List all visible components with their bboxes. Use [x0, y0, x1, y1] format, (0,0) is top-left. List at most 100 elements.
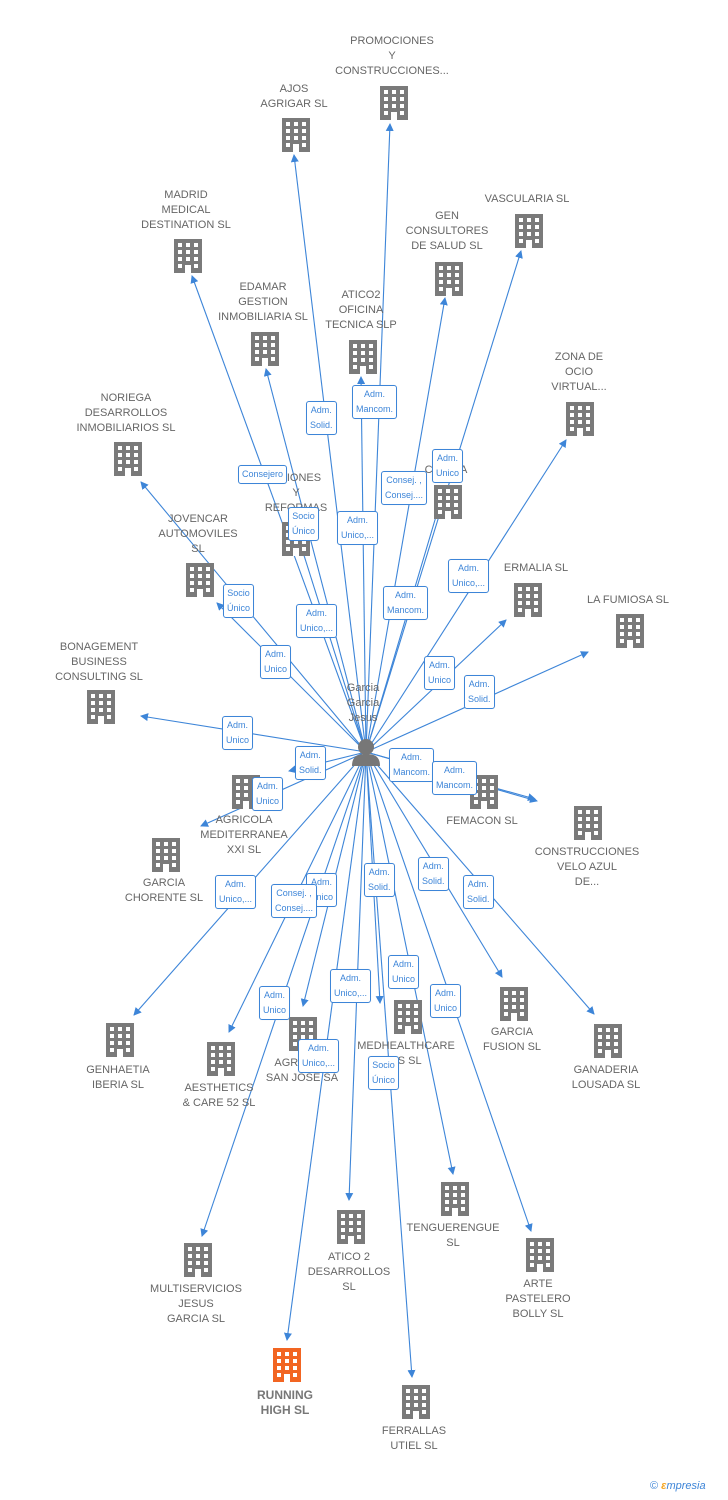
company-label-fusion[interactable]: GARCIA FUSION SL	[482, 1026, 542, 1053]
edge-zona	[365, 439, 567, 753]
building-icon-zona[interactable]	[566, 402, 594, 436]
company-label-chorente[interactable]: GARCIA CHORENTE SL	[124, 877, 204, 904]
role-box[interactable]: Adm. Unico,...	[448, 559, 490, 593]
company-label-noriega[interactable]: NORIEGA DESARROLLOS INMOBILIARIOS SL	[76, 392, 176, 434]
edge-atico2oficina	[357, 376, 367, 753]
company-label-zona[interactable]: ZONA DE OCIO VIRTUAL...	[551, 351, 607, 393]
role-box[interactable]: Adm. Solid.	[364, 863, 395, 897]
building-icon-bonagement[interactable]	[87, 690, 115, 724]
company-label-fumiosa[interactable]: LA FUMIOSA SL	[587, 594, 669, 606]
role-box[interactable]: Adm. Solid.	[418, 857, 449, 891]
company-label-running[interactable]: RUNNING HIGH SL	[257, 1388, 313, 1417]
building-icon-fumiosa[interactable]	[616, 614, 644, 648]
role-box[interactable]: Adm. Unico,...	[337, 511, 379, 545]
role-box[interactable]: Adm. Unico,...	[296, 604, 338, 638]
role-box[interactable]: Adm. Solid.	[463, 875, 494, 909]
edge-edamar	[263, 368, 367, 753]
role-box[interactable]: Consejero	[238, 465, 288, 484]
building-icon-genhaetia[interactable]	[106, 1023, 134, 1057]
company-label-femacon[interactable]: FEMACON SL	[446, 815, 518, 827]
role-box[interactable]: Adm. Solid.	[464, 675, 495, 709]
company-label-jovencar[interactable]: JOVENCAR AUTOMOVILES SL	[158, 513, 238, 555]
role-box[interactable]: Adm. Solid.	[295, 746, 326, 780]
role-box[interactable]: Adm. Mancom.	[389, 748, 435, 782]
company-label-edamar[interactable]: EDAMAR GESTION INMOBILIARIA SL	[218, 281, 308, 323]
company-label-promociones[interactable]: PROMOCIONES Y CONSTRUCCIONES...	[335, 35, 449, 77]
building-icon-ajos[interactable]	[282, 118, 310, 152]
building-icon-atico2oficina[interactable]	[349, 340, 377, 374]
company-label-atico2des[interactable]: ATICO 2 DESARROLLOS SL	[307, 1251, 391, 1293]
building-icon-conca[interactable]	[434, 485, 462, 519]
company-label-lousada[interactable]: GANADERIA LOUSADA SL	[571, 1064, 641, 1091]
company-label-ajos[interactable]: AJOS AGRIGAR SL	[260, 83, 328, 110]
building-icon-gen[interactable]	[435, 262, 463, 296]
edge-promociones	[365, 123, 394, 753]
building-icon-tenguerengue[interactable]	[441, 1182, 469, 1216]
person-name[interactable]: Garcia Garcia Jesus	[346, 682, 380, 724]
company-label-madrid[interactable]: MADRID MEDICAL DESTINATION SL	[141, 189, 231, 231]
person-icon[interactable]	[352, 739, 380, 766]
edge-noriega	[140, 481, 367, 753]
role-box[interactable]: Adm. Unico,...	[215, 875, 257, 909]
copyright: © εmpresia	[650, 1480, 706, 1492]
building-icon-velo[interactable]	[574, 806, 602, 840]
building-icon-arte[interactable]	[526, 1238, 554, 1272]
role-box[interactable]: Adm. Unico	[222, 716, 254, 750]
role-box[interactable]: Consej. , Consej....	[381, 471, 428, 505]
brand-logo-initial: ε	[661, 1480, 667, 1492]
company-label-vascularia[interactable]: VASCULARIA SL	[484, 193, 570, 205]
company-label-ferrallas[interactable]: FERRALLAS UTIEL SL	[381, 1425, 447, 1452]
role-box[interactable]: Adm. Mancom.	[352, 385, 398, 419]
company-label-termalia[interactable]: ERMALIA SL	[503, 562, 569, 574]
company-label-aesthetics[interactable]: AESTHETICS & CARE 52 SL	[182, 1082, 256, 1109]
company-label-atico2oficina[interactable]: ATICO2 OFICINA TECNICA SLP	[325, 289, 397, 331]
company-label-bonagement[interactable]: BONAGEMENT BUSINESS CONSULTING SL	[55, 641, 143, 683]
building-icon-jovencar[interactable]	[186, 563, 214, 597]
role-box[interactable]: Adm. Unico,...	[330, 969, 372, 1003]
role-box[interactable]: Adm. Solid.	[306, 401, 337, 435]
building-icon-promociones[interactable]	[380, 86, 408, 120]
role-box[interactable]: Adm. Mancom.	[432, 761, 478, 795]
building-icon-medhealth[interactable]	[394, 1000, 422, 1034]
building-icon-madrid[interactable]	[174, 239, 202, 273]
edge-ajos	[290, 154, 367, 753]
building-icon-running[interactable]	[273, 1348, 301, 1382]
building-icon-edamar[interactable]	[251, 332, 279, 366]
role-box[interactable]: Adm. Unico,...	[298, 1039, 340, 1073]
building-icon-fusion[interactable]	[500, 987, 528, 1021]
edge-construcciones	[294, 529, 367, 753]
edge-conca	[365, 502, 442, 753]
role-box[interactable]: Adm. Unico	[260, 645, 292, 679]
company-label-arte[interactable]: ARTE PASTELERO BOLLY SL	[505, 1278, 571, 1320]
building-icon-lousada[interactable]	[594, 1024, 622, 1058]
copyright-symbol: ©	[650, 1480, 659, 1492]
role-box[interactable]: Socio Único	[288, 507, 320, 541]
building-icon-multiservicios[interactable]	[184, 1243, 212, 1277]
role-box[interactable]: Adm. Unico	[430, 984, 462, 1018]
building-icon-ferrallas[interactable]	[402, 1385, 430, 1419]
company-label-genhaetia[interactable]: GENHAETIA IBERIA SL	[86, 1064, 150, 1091]
edge-gen	[365, 297, 448, 753]
company-label-agricola[interactable]: AGRICOLA MEDITERRANEA XXI SL	[200, 814, 288, 856]
role-box[interactable]: Adm. Mancom.	[383, 586, 429, 620]
role-box[interactable]: Consej. , Consej....	[271, 884, 318, 918]
building-icon-noriega[interactable]	[114, 442, 142, 476]
role-box[interactable]: Adm. Unico	[424, 656, 456, 690]
brand-logo-text: mpresia	[666, 1480, 706, 1492]
company-label-tenguerengue[interactable]: TENGUERENGUE SL	[406, 1222, 500, 1249]
edge-jovencar	[216, 602, 367, 753]
company-label-multiservicios[interactable]: MULTISERVICIOS JESUS GARCIA SL	[150, 1283, 242, 1325]
role-box[interactable]: Socio Único	[223, 584, 255, 618]
edge-chorente	[200, 751, 367, 827]
role-box[interactable]: Socio Único	[368, 1056, 400, 1090]
role-box[interactable]: Adm. Unico	[259, 986, 291, 1020]
edge-bonagement	[140, 713, 367, 753]
building-icon-atico2des[interactable]	[337, 1210, 365, 1244]
edge-madrid	[190, 275, 367, 753]
role-box[interactable]: Adm. Unico	[432, 449, 464, 483]
role-box[interactable]: Adm. Unico	[388, 955, 420, 989]
role-box[interactable]: Adm. Unico	[252, 777, 284, 811]
company-label-velo[interactable]: CONSTRUCCIONES VELO AZUL DE...	[534, 846, 640, 888]
building-icon-termalia[interactable]	[514, 583, 542, 617]
company-label-gen[interactable]: GEN CONSULTORES DE SALUD SL	[405, 210, 489, 252]
